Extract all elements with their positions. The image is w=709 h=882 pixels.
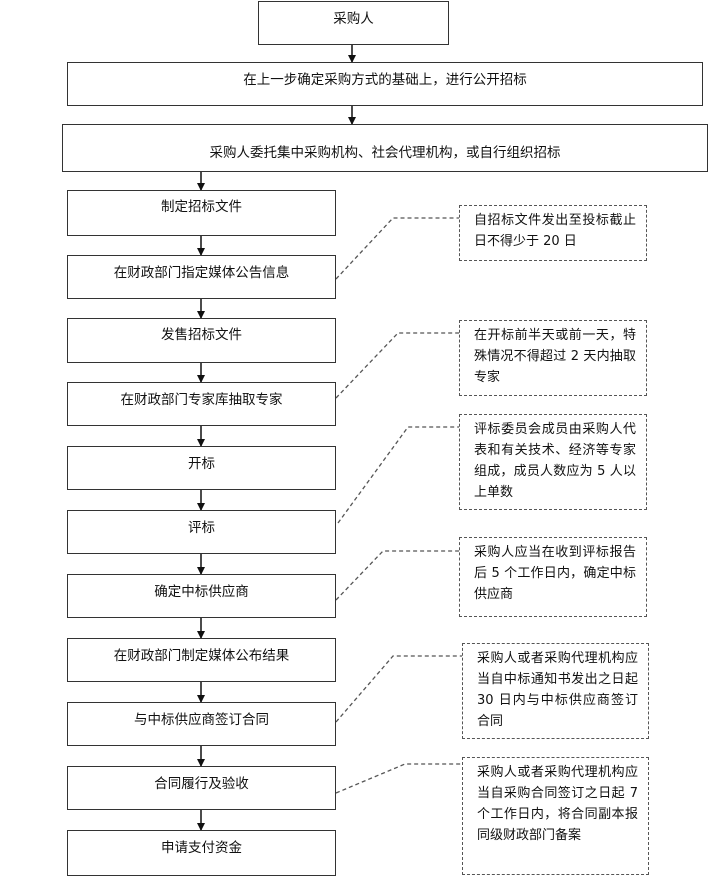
- step-determine-winner: 确定中标供应商: [67, 574, 336, 618]
- note-text: 评标委员会成员由采购人代表和有关技术、经济等专家组成，成员人数应为 5 人以上单…: [474, 422, 636, 500]
- leader-5: [335, 655, 462, 723]
- note-contract-deadline: 采购人或者采购代理机构应当自中标通知书发出之日起 30 日内与中标供应商签订合同: [462, 643, 649, 739]
- step-publish-results: 在财政部门制定媒体公布结果: [67, 638, 336, 682]
- note-winner-deadline: 采购人应当在收到评标报告后 5 个工作日内，确定中标供应商: [459, 537, 647, 617]
- step-select-experts: 在财政部门专家库抽取专家: [67, 382, 336, 426]
- step-label: 与中标供应商签订合同: [134, 712, 269, 728]
- note-text: 采购人或者采购代理机构应当自采购合同签订之日起 7 个工作日内，将合同副本报同级…: [477, 765, 638, 843]
- step-label: 在上一步确定采购方式的基础上，进行公开招标: [243, 72, 527, 88]
- note-tender-period: 自招标文件发出至投标截止日不得少于 20 日: [459, 205, 647, 261]
- step-open-bids: 开标: [67, 446, 336, 490]
- step-label: 在财政部门制定媒体公布结果: [113, 648, 290, 664]
- leader-2: [335, 332, 459, 399]
- flow-arrows: [197, 45, 356, 831]
- step-prepare-documents: 制定招标文件: [67, 190, 336, 236]
- step-public-tender: 在上一步确定采购方式的基础上，进行公开招标: [67, 62, 703, 106]
- leader-1: [335, 217, 459, 280]
- note-leaders: [335, 217, 462, 794]
- step-sign-contract: 与中标供应商签订合同: [67, 702, 336, 746]
- note-evaluation-committee: 评标委员会成员由采购人代表和有关技术、经济等专家组成，成员人数应为 5 人以上单…: [459, 414, 647, 510]
- step-label: 采购人委托集中采购机构、社会代理机构，或自行组织招标: [209, 145, 561, 161]
- leader-4: [335, 550, 459, 601]
- step-label: 在财政部门指定媒体公告信息: [113, 265, 290, 281]
- note-text: 采购人应当在收到评标报告后 5 个工作日内，确定中标供应商: [474, 545, 636, 602]
- step-entrust-agency: 采购人委托集中采购机构、社会代理机构，或自行组织招标: [62, 124, 708, 172]
- step-evaluate-bids: 评标: [67, 510, 336, 554]
- step-publish-notice: 在财政部门指定媒体公告信息: [67, 255, 336, 299]
- note-text: 在开标前半天或前一天，特殊情况不得超过 2 天内抽取专家: [474, 328, 636, 385]
- note-expert-selection: 在开标前半天或前一天，特殊情况不得超过 2 天内抽取专家: [459, 320, 647, 396]
- leader-3: [337, 426, 459, 524]
- step-request-payment: 申请支付资金: [67, 830, 336, 876]
- leader-6: [335, 763, 462, 794]
- step-label: 申请支付资金: [161, 840, 242, 856]
- step-label: 开标: [188, 456, 215, 472]
- step-sell-documents: 发售招标文件: [67, 318, 336, 363]
- step-purchaser: 采购人: [258, 1, 449, 45]
- step-label: 合同履行及验收: [154, 776, 249, 792]
- step-perform-accept: 合同履行及验收: [67, 766, 336, 810]
- step-label: 发售招标文件: [161, 327, 242, 343]
- step-label: 确定中标供应商: [154, 584, 249, 600]
- step-label: 在财政部门专家库抽取专家: [120, 392, 283, 408]
- step-label: 采购人: [333, 11, 374, 27]
- note-filing-deadline: 采购人或者采购代理机构应当自采购合同签订之日起 7 个工作日内，将合同副本报同级…: [462, 757, 649, 875]
- note-text: 自招标文件发出至投标截止日不得少于 20 日: [474, 213, 636, 249]
- step-label: 评标: [188, 520, 215, 536]
- step-label: 制定招标文件: [161, 199, 242, 215]
- note-text: 采购人或者采购代理机构应当自中标通知书发出之日起 30 日内与中标供应商签订合同: [477, 651, 638, 729]
